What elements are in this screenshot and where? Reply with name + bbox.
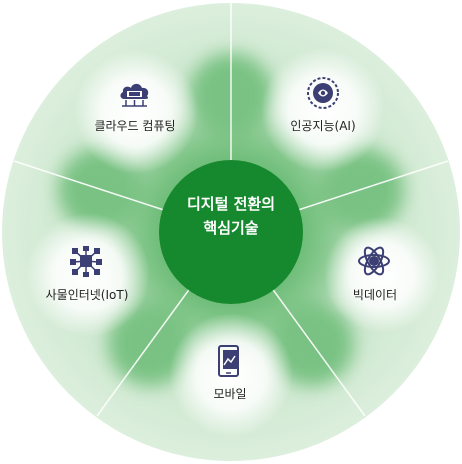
center-title-line2: 핵심기술 [203, 219, 259, 237]
node-bigdata: 빅데이터 [300, 286, 450, 303]
node-cloud-label: 클라우드 컴퓨팅 [94, 119, 176, 133]
node-bigdata-label: 빅데이터 [352, 288, 398, 302]
node-mobile-label: 모바일 [213, 387, 247, 401]
node-iot-label: 사물인터넷(IoT) [45, 288, 129, 302]
cloud-computing-icon-graphic [120, 83, 149, 107]
node-cloud-computing: 클라우드 컴퓨팅 [60, 117, 210, 134]
network-nodes-icon-graphic [70, 246, 102, 277]
mobile-phone-icon-graphic [218, 345, 239, 377]
white-spots [26, 48, 440, 437]
atom-icon-graphic [358, 246, 390, 276]
center-circle [159, 160, 303, 304]
center-title-line1: 디지털 전환의 [186, 195, 276, 213]
node-mobile: 모바일 [155, 385, 305, 402]
node-iot: 사물인터넷(IoT) [12, 286, 162, 303]
center-title: 디지털 전환의 핵심기술 [161, 192, 301, 240]
node-ai: 인공지능(AI) [248, 117, 398, 134]
ai-brain-icon-graphic [307, 77, 339, 109]
node-ai-label: 인공지능(AI) [290, 119, 356, 133]
